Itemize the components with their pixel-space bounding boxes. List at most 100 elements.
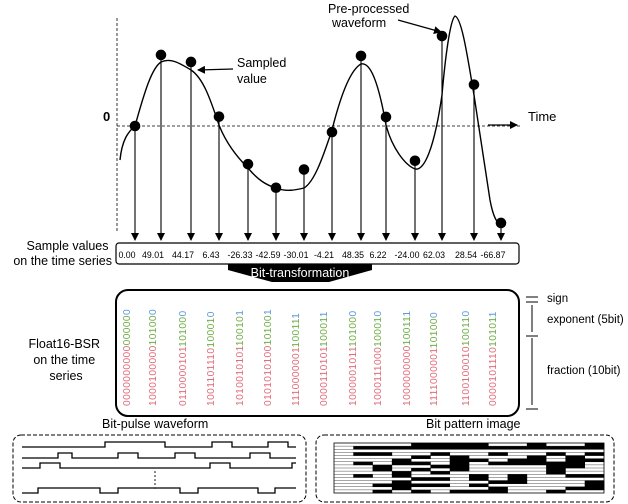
bsr-bit-column: 1000001011101000 — [348, 310, 359, 406]
bit-cell — [411, 461, 431, 466]
bsr-bit-column: 1000000000100111 — [402, 310, 413, 406]
bsr-bit-column: 1000100000101000 — [148, 309, 159, 406]
bit-cell — [546, 471, 566, 475]
sample-points — [129, 30, 507, 241]
bit-cell — [430, 443, 451, 447]
bit-cell — [584, 486, 605, 491]
bit-cell — [372, 489, 393, 494]
sample-value: -26.33 — [228, 250, 253, 260]
bit-cell — [449, 468, 470, 472]
zero-label: 0 — [103, 109, 110, 124]
sample-point — [298, 164, 310, 175]
sample-value: 28.54 — [455, 250, 477, 260]
bsr-bit-column: 0000110101100011 — [319, 311, 330, 406]
bit-cell — [546, 452, 566, 456]
bit-cell — [449, 461, 470, 466]
sample-point — [326, 126, 338, 138]
bit-cell — [565, 464, 586, 469]
bit-cell — [469, 489, 489, 494]
ellipsis-dot — [154, 471, 156, 473]
sample-value: 48.35 — [342, 250, 364, 260]
bit-cell — [584, 483, 605, 488]
bsr-bit-column: 1110000001100111 — [291, 313, 302, 406]
bit-cell — [546, 489, 566, 494]
bit-cell — [430, 483, 451, 488]
bit-cell — [469, 443, 489, 447]
bit-cell — [488, 486, 508, 491]
bit-transformation-label: Bit-transformation — [251, 266, 350, 280]
bit-cell — [584, 458, 605, 463]
sample-point — [155, 49, 167, 61]
sample-value: 6.22 — [369, 250, 386, 260]
bit-cell — [507, 480, 528, 484]
bit-cell — [546, 446, 566, 450]
bit-cell — [391, 474, 412, 478]
sample-value: -4.21 — [314, 250, 334, 260]
ellipsis-dot — [154, 483, 156, 485]
bsr-bit-column: 1010010101100101 — [235, 310, 246, 406]
bit-cell — [411, 468, 431, 472]
bit-cell — [565, 446, 586, 450]
bit-cell — [411, 455, 431, 459]
bit-cell — [488, 461, 508, 466]
preprocessed-waveform-arrow — [397, 19, 442, 34]
bit-cell — [391, 446, 412, 450]
ellipsis-dot — [154, 475, 156, 477]
bit-pattern-image-label: Bit pattern image — [426, 417, 521, 431]
bsr-bit-column: 0000101110101011 — [488, 311, 499, 406]
bit-cell — [488, 446, 508, 450]
bit-cell — [584, 446, 605, 450]
bit-pulse-waveform-label: Bit-pulse waveform — [102, 417, 208, 431]
bsr-bit-column: 1000111000100010 — [373, 310, 384, 406]
sample-value: -42.59 — [256, 250, 281, 260]
bit-cell — [488, 452, 508, 456]
sample-value: -66.87 — [481, 250, 506, 260]
bsr-bit-column: 1111000001101000 — [429, 312, 440, 406]
bit-cell — [391, 461, 412, 466]
bsr-bit-column: 0110000101101000 — [178, 310, 189, 406]
bit-cell — [372, 452, 393, 456]
bit-cell — [449, 455, 470, 459]
bit-cell — [584, 474, 605, 478]
bit-cell — [565, 458, 586, 463]
sampled-value-arrow — [197, 65, 234, 74]
bit-cell — [469, 446, 489, 450]
bit-cell — [526, 461, 547, 466]
sample-point — [468, 79, 480, 90]
bsr-label: Float16-BSR on the time series — [28, 337, 103, 383]
bit-cell — [391, 480, 412, 484]
bit-cell — [449, 489, 470, 494]
time-label: Time — [528, 109, 556, 124]
bit-cell — [391, 486, 412, 491]
bit-cell — [353, 452, 373, 456]
sample-point — [242, 158, 254, 170]
sample-point — [436, 30, 448, 42]
sample-value: -24.00 — [395, 250, 420, 260]
bit-cell — [391, 471, 412, 475]
bit-transformation-arrow — [228, 264, 372, 282]
bit-cell — [469, 474, 489, 478]
bit-cell — [430, 471, 451, 475]
fraction-label: fraction (10bit) — [547, 365, 621, 377]
sample-point — [355, 50, 367, 62]
sampled-value-label: Sampled value — [237, 56, 290, 86]
bit-cell — [411, 446, 431, 450]
bit-cell — [391, 458, 412, 463]
pulse-trace — [22, 452, 296, 459]
bit-cell — [391, 483, 412, 488]
sample-point — [495, 217, 507, 229]
sample-value: -30.01 — [284, 250, 309, 260]
preprocessed-waveform-label: Pre-processed waveform — [328, 2, 413, 30]
bit-cell — [526, 455, 547, 459]
bit-cell — [372, 446, 393, 450]
bit-cell — [584, 480, 605, 484]
bit-cell — [449, 446, 470, 450]
bit-cell — [507, 446, 528, 450]
bit-cell — [488, 480, 508, 484]
pulse-trace — [22, 462, 296, 469]
bit-cell — [430, 446, 451, 450]
bit-cell — [353, 474, 373, 478]
bit-cell — [546, 461, 566, 466]
bit-cell — [584, 452, 605, 456]
